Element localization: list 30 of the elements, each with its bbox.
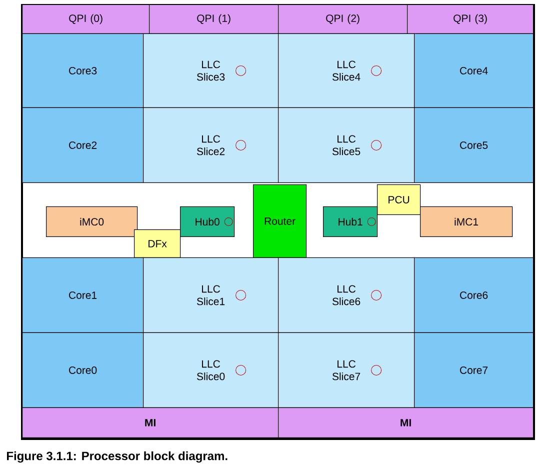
cache-slice-block: LLC Slice7: [278, 332, 415, 408]
qpi-cell: QPI (1): [149, 4, 279, 34]
cache-slice-block: LLC Slice2: [143, 107, 279, 183]
cache-slice-block: LLC Slice1: [143, 257, 279, 333]
hub-box: Hub0: [180, 206, 235, 237]
cache-slice-block: LLC Slice3: [143, 33, 279, 108]
router-box: Router: [253, 184, 307, 258]
cache-slice-block: LLC Slice5: [278, 107, 415, 183]
control-unit-box: PCU: [377, 184, 421, 215]
memory-controller-box: iMC0: [46, 206, 138, 237]
hub-box: Hub1: [323, 206, 378, 237]
core-block: Core1: [22, 257, 144, 333]
qpi-cell: QPI (0): [22, 4, 150, 34]
core-block: Core2: [22, 107, 144, 183]
memory-interface-cell: MI: [22, 407, 279, 438]
core-block: Core5: [414, 107, 534, 183]
memory-controller-box: iMC1: [420, 206, 513, 237]
qpi-cell: QPI (2): [278, 4, 408, 34]
cache-slice-block: LLC Slice0: [143, 332, 279, 408]
core-block: Core4: [414, 33, 534, 108]
figure-caption: Figure 3.1.1: Processor block diagram.: [7, 451, 228, 463]
control-unit-box: DFx: [134, 229, 181, 258]
qpi-cell: QPI (3): [407, 4, 534, 34]
cache-slice-block: LLC Slice6: [278, 257, 415, 333]
cache-slice-block: LLC Slice4: [278, 33, 415, 108]
core-block: Core0: [22, 332, 144, 408]
core-block: Core7: [414, 332, 534, 408]
memory-interface-cell: MI: [278, 407, 534, 438]
core-block: Core3: [22, 33, 144, 108]
core-block: Core6: [414, 257, 534, 333]
